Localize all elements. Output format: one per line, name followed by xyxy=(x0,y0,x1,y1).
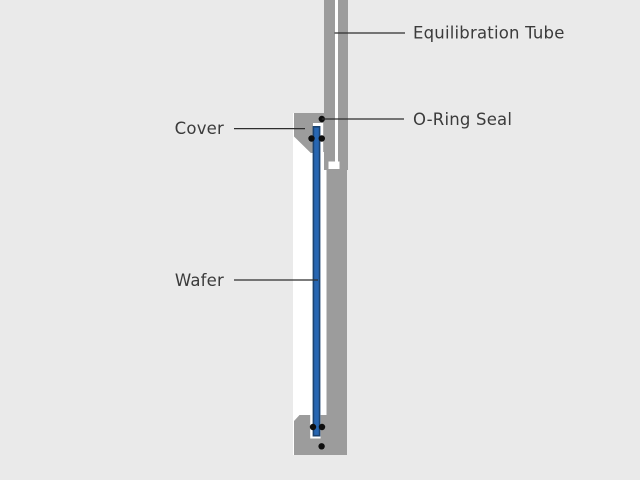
wafer-label: Wafer xyxy=(175,271,224,290)
bottom-cover-block xyxy=(294,415,327,455)
wafer xyxy=(314,127,319,435)
carrier-body xyxy=(326,113,347,455)
top-cover-block xyxy=(294,113,327,153)
equilibration-tube-left-wall xyxy=(324,0,335,170)
equilibration-tube-label: Equilibration Tube xyxy=(413,24,565,43)
equilibration-tube-bore-step xyxy=(328,161,340,169)
equilibration-tube-bore xyxy=(335,0,338,162)
o-ring-dot-bottom-right xyxy=(318,423,326,431)
o-ring-dot-bottom-single xyxy=(318,443,325,450)
equilibration-tube-right-wall xyxy=(338,0,348,170)
o-ring-dot-bottom-left xyxy=(309,423,317,431)
o-ring-dot-top-right xyxy=(318,135,325,142)
carrier-cavity xyxy=(293,113,327,455)
cover-label: Cover xyxy=(175,119,224,138)
o-ring-dot-top-left xyxy=(308,135,315,142)
o-ring-seal-label: O-Ring Seal xyxy=(413,110,512,129)
